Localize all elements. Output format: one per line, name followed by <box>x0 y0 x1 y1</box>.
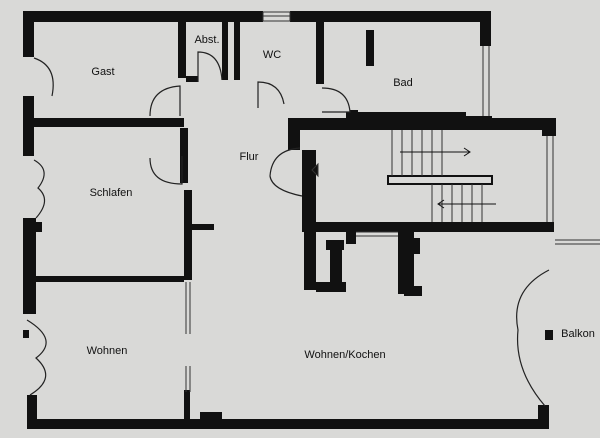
room-label-flur: Flur <box>239 151 259 163</box>
outer-walls <box>23 11 553 429</box>
room-label-bad: Bad <box>393 77 413 89</box>
doors <box>26 51 550 407</box>
room-label-schlafen: Schlafen <box>89 187 133 199</box>
windows <box>262 11 600 245</box>
staircase <box>311 130 496 222</box>
room-label-abst: Abst. <box>194 34 220 46</box>
room-label-wc: WC <box>262 49 282 61</box>
room-label-gast: Gast <box>91 66 115 78</box>
room-label-wohnen-kochen: Wohnen/Kochen <box>304 349 386 361</box>
partition-lines <box>185 231 398 392</box>
room-label-wohnen: Wohnen <box>86 345 128 357</box>
room-label-balkon: Balkon <box>561 328 595 340</box>
